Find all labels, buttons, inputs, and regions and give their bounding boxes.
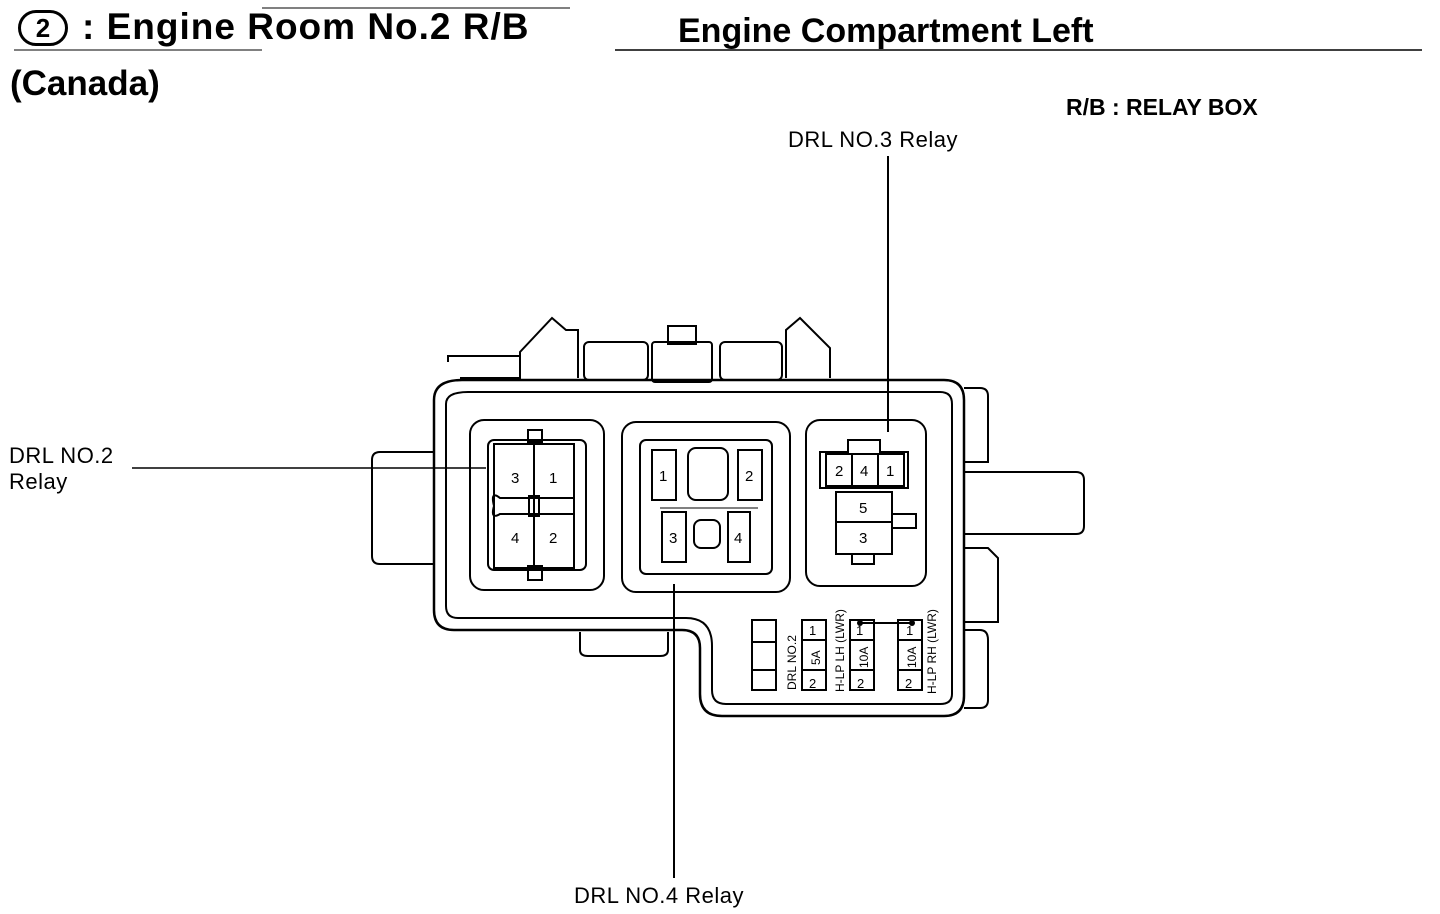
- drl3-socket-outer: [805, 419, 927, 587]
- drl4-terminal-1: 1: [659, 468, 667, 485]
- fuse-drl2-rating: 5A: [809, 650, 823, 665]
- right-upper-tab: [964, 387, 989, 463]
- drl2-relay-top-pin: [527, 429, 543, 443]
- fuse-hlp-rh-body: [897, 619, 923, 691]
- top-tab-3: [719, 341, 783, 381]
- fuse-bridge-dot-right: [909, 620, 915, 626]
- drl4-terminal-4-box: [727, 511, 751, 563]
- drl2-terminal-2: 2: [549, 530, 557, 547]
- drl2-terminal-3: 3: [511, 470, 519, 487]
- fuse-hlp-rh-bottom: 2: [905, 676, 912, 691]
- drl3-relay-side-tab: [891, 513, 917, 529]
- drl4-relay-center-slot: [687, 447, 729, 501]
- drl4-terminal-2-box: [737, 449, 763, 501]
- diagram-number: 2: [35, 13, 51, 43]
- drl2-relay-body: [487, 439, 587, 571]
- fuse-drl2-body: [801, 619, 827, 691]
- fuse-hlp-lh-body: [849, 619, 875, 691]
- drl2-relay-label-line2: Relay: [9, 469, 68, 494]
- right-bottom-tab: [964, 629, 989, 709]
- housing-inner: [445, 391, 953, 705]
- drl3-terminal-2: 2: [835, 463, 843, 480]
- fuse-hlp-lh-rating: 10A: [857, 647, 871, 668]
- drl2-relay-latch: [491, 494, 574, 517]
- right-latch-tab: [964, 471, 1085, 535]
- fuse-hlp-rh-top: 1: [906, 623, 913, 638]
- drl2-terminal-4: 4: [511, 530, 519, 547]
- drl4-terminal-3: 3: [669, 530, 677, 547]
- fuse-hlp-lh-top: 1: [856, 623, 863, 638]
- fuse-hlp-lh-bottom: 2: [857, 676, 864, 691]
- housing-outer: [432, 378, 966, 718]
- drl3-relay-top-row: [825, 453, 905, 487]
- drl4-socket-outer: [621, 421, 791, 593]
- drl4-relay-lower-slot: [693, 519, 721, 549]
- drl3-terminal-5: 5: [859, 500, 867, 517]
- top-tab-1: [583, 341, 649, 381]
- drl3-terminal-1: 1: [886, 463, 894, 480]
- title-text: Engine Room No.2 R/B: [106, 6, 530, 47]
- drl3-terminal-3: 3: [859, 530, 867, 547]
- fuse-drl2-bottom: 2: [809, 676, 816, 691]
- top-clip-left: [519, 316, 579, 378]
- location-title: Engine Compartment Left: [678, 12, 1094, 50]
- fuse-hlp-rh-name: H-LP RH (LWR): [925, 609, 939, 694]
- drl4-relay-label: DRL NO.4 Relay: [574, 883, 745, 908]
- drl3-terminal-4: 4: [860, 463, 868, 480]
- top-tab-2-knob: [667, 325, 697, 345]
- drl4-terminal-3-box: [661, 511, 687, 563]
- left-upper-tab: [447, 355, 521, 379]
- drl4-relay-body: [639, 439, 773, 575]
- drl3-relay-top-frame: [819, 439, 909, 489]
- spare-fuse-slot: [751, 619, 777, 691]
- drl2-relay-center-post: [528, 495, 540, 517]
- drl4-terminal-4: 4: [734, 530, 742, 547]
- bottom-tab: [579, 632, 669, 657]
- title-separator: :: [82, 6, 96, 47]
- fuse-drl2-top: 1: [809, 623, 816, 638]
- diagram-number-badge: 2: [18, 10, 68, 46]
- fuse-hlp-rh-rating: 10A: [905, 647, 919, 668]
- right-lower-tab: [964, 547, 999, 623]
- diagram-title: : Engine Room No.2 R/B: [82, 6, 530, 48]
- drl4-terminal-2: 2: [745, 468, 753, 485]
- top-tab-2: [651, 341, 713, 383]
- fuse-drl2-name: DRL NO.2: [785, 635, 799, 690]
- top-clip-right: [785, 316, 831, 378]
- region-label: (Canada): [10, 64, 160, 103]
- drl4-terminal-1-box: [651, 449, 677, 501]
- drl3-relay-bottom-pin: [851, 553, 875, 565]
- drl2-socket-outer: [469, 419, 605, 591]
- drl3-relay-label: DRL NO.3 Relay: [788, 127, 959, 152]
- fuse-bridge-dot-left: [857, 620, 863, 626]
- drl2-relay-label: DRL NO.2 Relay: [9, 443, 114, 495]
- abbreviation-legend: R/B : RELAY BOX: [1066, 94, 1258, 120]
- left-side-tab: [371, 451, 434, 565]
- drl2-terminal-1: 1: [549, 470, 557, 487]
- drl2-relay-label-line1: DRL NO.2: [9, 443, 114, 468]
- fuse-hlp-lh-name: H-LP LH (LWR): [833, 609, 847, 692]
